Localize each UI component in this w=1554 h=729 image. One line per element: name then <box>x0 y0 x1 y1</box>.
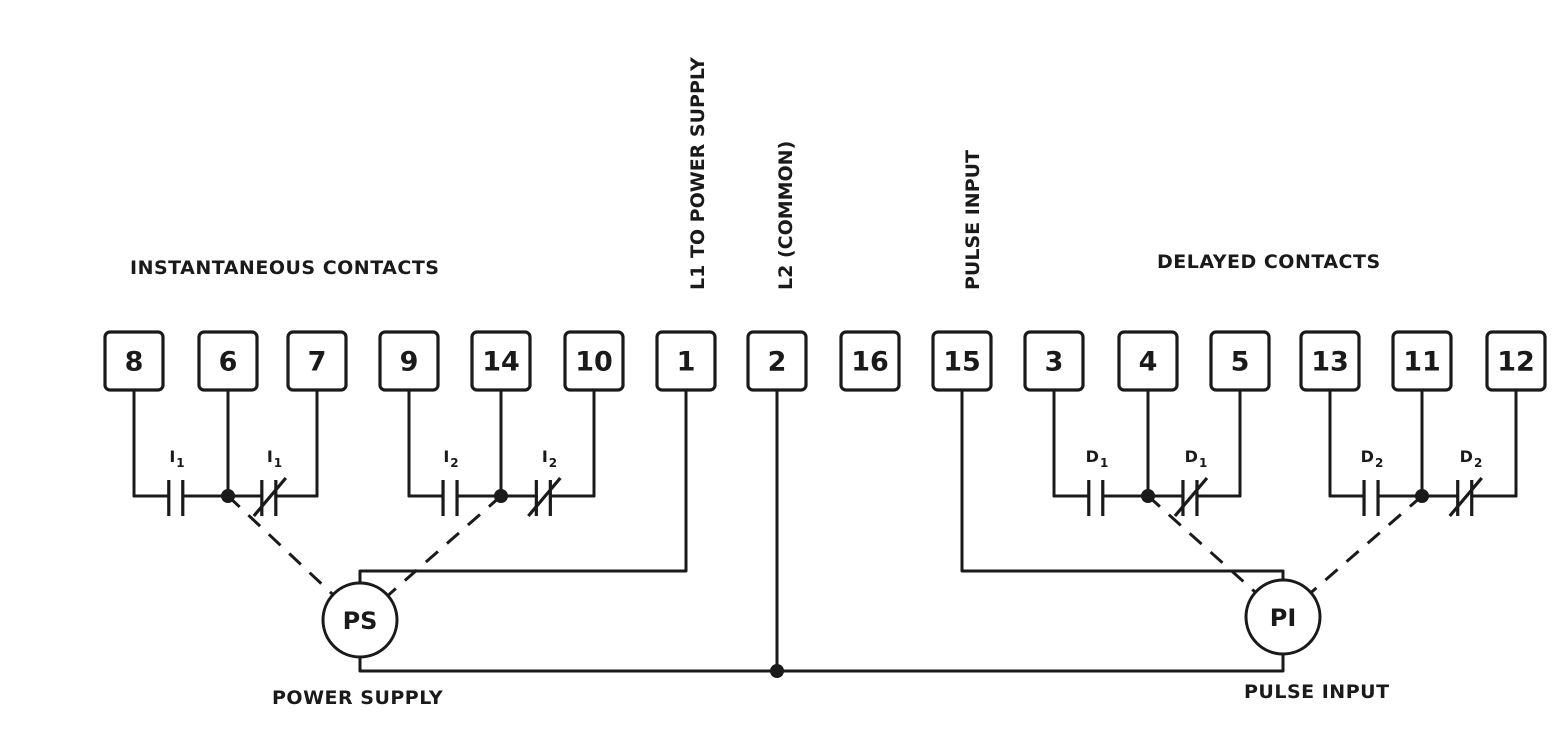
contact-label: D2 <box>1460 447 1483 470</box>
junction-node <box>221 489 235 503</box>
terminal-2: 2 <box>746 330 808 392</box>
terminal-number: 6 <box>219 347 238 378</box>
terminal-number: 14 <box>482 347 520 378</box>
wire-l1-to-power-supply <box>358 388 688 585</box>
terminal-8: 8 <box>103 330 165 392</box>
wire-pulse-input <box>960 388 1285 582</box>
contact-label: I1 <box>267 447 282 470</box>
contact-group-i2: I2 I2 <box>407 388 596 518</box>
terminal-box <box>839 330 901 392</box>
terminal-number: 7 <box>308 347 327 378</box>
wires <box>226 388 1423 678</box>
terminal-9: 9 <box>378 330 440 392</box>
contact-label: D1 <box>1086 447 1109 470</box>
terminal-number: 1 <box>677 347 696 378</box>
junction-node <box>494 489 508 503</box>
power-supply-caption: POWER SUPPLY <box>272 687 443 709</box>
terminal-15: 15 <box>931 330 993 392</box>
delayed-contacts-heading: DELAYED CONTACTS <box>1157 251 1381 273</box>
terminal-7: 7 <box>286 330 348 392</box>
terminal-number: 9 <box>400 347 419 378</box>
junction-node <box>1141 489 1155 503</box>
terminal-4: 4 <box>1117 330 1179 392</box>
terminal-6: 6 <box>197 330 259 392</box>
terminal-number: 5 <box>1231 347 1250 378</box>
pulse-input-circle <box>1244 578 1322 656</box>
contact-label: I2 <box>443 447 458 470</box>
normally-closed-slash <box>527 476 562 518</box>
terminal-number: 10 <box>575 347 613 378</box>
l1-label: L1 TO POWER SUPPLY <box>687 57 709 290</box>
common-junction-node <box>770 664 784 678</box>
terminal-16: 16 <box>839 330 901 392</box>
normally-closed-slash <box>1448 476 1483 518</box>
terminal-number: 8 <box>125 347 144 378</box>
terminal-number: 3 <box>1045 347 1064 378</box>
contact-group-d2: D2 D2 <box>1328 388 1518 518</box>
motors: PS PI <box>321 578 1322 659</box>
normally-closed-slash <box>1173 476 1209 518</box>
terminal-number: 2 <box>768 347 787 378</box>
power-supply-symbol: PS <box>343 607 378 635</box>
terminal-number: 13 <box>1311 347 1349 378</box>
terminal-11: 11 <box>1391 330 1453 392</box>
power-supply-circle <box>321 581 399 659</box>
contact-label: I1 <box>169 447 184 470</box>
instantaneous-contacts-heading: INSTANTANEOUS CONTACTS <box>130 257 439 279</box>
mechanical-link-dashed <box>1310 494 1423 594</box>
contacts: I1 I1 I2 I2 D1 D1 D2 D2 <box>132 388 1518 518</box>
terminal-number: 12 <box>1497 347 1535 378</box>
terminal-number: 4 <box>1139 347 1158 378</box>
terminal-3: 3 <box>1023 330 1085 392</box>
terminal-number: 16 <box>851 347 889 378</box>
terminal-14: 14 <box>470 330 532 392</box>
terminal-box <box>655 330 717 392</box>
pulse-input-symbol: PI <box>1270 604 1297 632</box>
terminal-1: 1 <box>655 330 717 392</box>
terminal-12: 12 <box>1485 330 1547 392</box>
pulse-input-caption: PULSE INPUT <box>1244 681 1390 703</box>
contact-group-i1: I1 I1 <box>132 388 319 518</box>
wire-common-bus <box>358 652 1285 673</box>
pulse-input-top-label: PULSE INPUT <box>962 150 984 290</box>
pulse-input-motor: PI <box>1244 578 1322 656</box>
terminal-number: 15 <box>943 347 981 378</box>
mechanical-link-dashed <box>1146 494 1256 593</box>
normally-closed-slash <box>252 476 288 518</box>
terminal-box <box>931 330 993 392</box>
power-supply-motor: PS <box>321 581 399 659</box>
mechanical-link-dashed <box>387 494 502 597</box>
contact-label: I2 <box>542 447 557 470</box>
terminal-5: 5 <box>1209 330 1271 392</box>
contact-group-d1: D1 D1 <box>1052 388 1242 518</box>
contact-label: D1 <box>1185 447 1208 470</box>
terminal-box <box>746 330 808 392</box>
l2-label: L2 (COMMON) <box>775 141 797 290</box>
terminal-10: 10 <box>563 330 625 392</box>
contact-label: D2 <box>1361 447 1384 470</box>
terminal-13: 13 <box>1299 330 1361 392</box>
terminal-number: 11 <box>1403 347 1441 378</box>
mechanical-link-dashed <box>226 494 334 596</box>
junction-node <box>1415 489 1429 503</box>
